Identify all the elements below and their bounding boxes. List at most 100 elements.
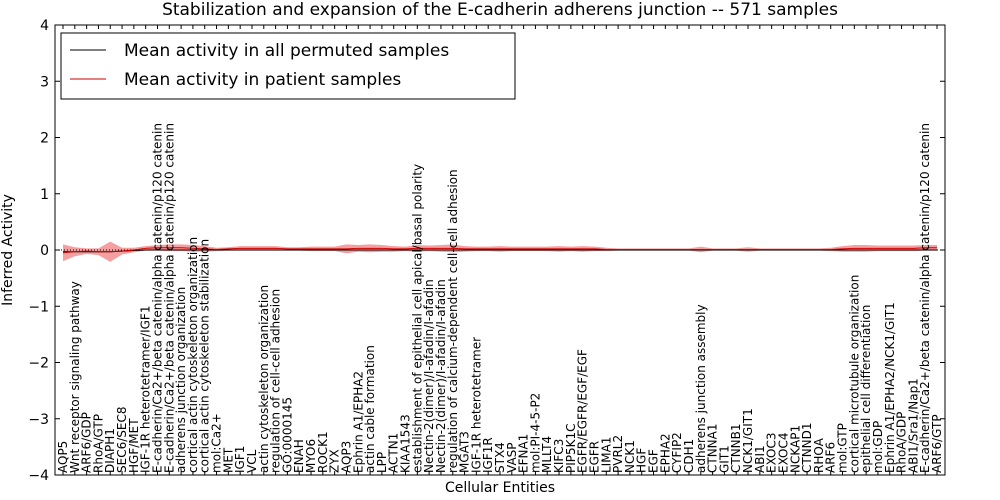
x-tick-label: LPP bbox=[375, 452, 389, 473]
x-tick-label: ACTN1 bbox=[387, 433, 401, 473]
x-tick-label: AQP3 bbox=[339, 441, 353, 473]
x-tick-label: MGAT3 bbox=[458, 431, 472, 473]
x-tick-label: cortical actin cytoskeleton stabilizatio… bbox=[198, 239, 212, 473]
x-tick-label: regulation of cell-cell adhesion bbox=[269, 289, 283, 473]
series-line-patient bbox=[62, 247, 937, 254]
chart-title: Stabilization and expansion of the E-cad… bbox=[162, 0, 838, 20]
legend-label-patient: Mean activity in patient samples bbox=[124, 70, 401, 90]
x-tick-label: E-cadherin/Ca2+/beta catenin/alpha caten… bbox=[162, 123, 176, 473]
y-tick-label: 2 bbox=[40, 131, 49, 147]
x-tick-label: RhoA/GDP bbox=[895, 412, 909, 473]
y-tick-label: 1 bbox=[40, 187, 49, 203]
x-tick-label: CTNNB1 bbox=[729, 423, 743, 473]
y-tick-label: 4 bbox=[40, 18, 49, 34]
x-tick-label: adherens junction organization bbox=[174, 287, 188, 473]
y-axis: −4 −3 −2 −1 0 1 2 3 4 bbox=[28, 18, 945, 484]
x-tick-label: regulation of calcium-dependent cell-cel… bbox=[446, 169, 460, 473]
x-tick-label: EXOC3 bbox=[765, 433, 779, 474]
x-tick-label: MLLT4 bbox=[540, 436, 554, 473]
x-tick-label: CDH1 bbox=[682, 439, 696, 473]
x-tick-label: IGF-1R heterotetramer bbox=[469, 337, 483, 473]
x-tick-label: HGF/MET bbox=[127, 418, 141, 473]
x-tick-label: epithelial cell differentiation bbox=[859, 305, 873, 473]
series-line-permuted bbox=[63, 249, 937, 253]
x-tick-label: AQP5 bbox=[56, 441, 70, 473]
x-tick-label: ROCK1 bbox=[316, 431, 330, 473]
x-tick-label: ABI1 bbox=[753, 445, 767, 473]
x-tick-label: Wnt receptor signaling pathway bbox=[68, 281, 82, 473]
x-tick-label: adherens junction assembly bbox=[694, 304, 708, 473]
x-tick-label: KIAA1543 bbox=[399, 414, 413, 473]
series-lines-layer bbox=[55, 247, 945, 254]
x-tick-label: IGF1 bbox=[233, 446, 247, 473]
x-tick-label: cortical actin cytoskeleton organization bbox=[186, 237, 200, 473]
x-tick-label: LIMA1 bbox=[599, 437, 613, 473]
x-tick-label: MET bbox=[221, 447, 235, 473]
x-tick-label: Ephrin A1/EPHA2 bbox=[351, 371, 365, 473]
confidence-band-layer bbox=[63, 241, 937, 262]
x-tick-label: DIAPH1 bbox=[103, 428, 117, 473]
x-tick-label: VCL bbox=[245, 449, 259, 473]
x-tick-label: actin cable formation bbox=[363, 345, 377, 473]
x-tick-label: EGFR bbox=[587, 441, 601, 473]
y-tick-label: −1 bbox=[28, 299, 49, 315]
x-tick-label: HGF bbox=[635, 448, 649, 473]
x-tick-label: CTNND1 bbox=[800, 422, 814, 473]
legend: Mean activity in all permuted samples Me… bbox=[60, 32, 516, 100]
x-tick-label: GIT1 bbox=[717, 445, 731, 473]
x-tick-label: ENAH bbox=[292, 439, 306, 473]
x-tick-label: actin cytoskeleton organization bbox=[257, 285, 271, 473]
x-tick-label: IGF1R bbox=[481, 437, 495, 473]
x-tick-label: mol:Ca2+ bbox=[210, 413, 224, 473]
y-tick-label: 3 bbox=[40, 74, 49, 90]
x-tick-label: ARF6/GDP bbox=[80, 412, 94, 473]
x-tick-label: mol:PI-4-5-P2 bbox=[528, 393, 542, 473]
x-tick-label: EGFR/EGFR/EGF/EGF bbox=[576, 349, 590, 473]
x-tick-label: CTNNA1 bbox=[706, 423, 720, 473]
y-tick-label: −3 bbox=[28, 412, 49, 428]
x-tick-label: MYO6 bbox=[304, 439, 318, 473]
x-tick-label: VASP bbox=[505, 442, 519, 473]
x-tick-label: PVRL2 bbox=[611, 435, 625, 473]
x-tick-label: ARF6/GTP bbox=[930, 414, 944, 473]
x-tick-label: ARF6 bbox=[824, 442, 838, 473]
legend-label-permuted: Mean activity in all permuted samples bbox=[124, 41, 449, 61]
x-tick-label: NCK1/GIT1 bbox=[741, 408, 755, 473]
x-tick-label: STX4 bbox=[493, 442, 507, 473]
x-tick-label: Nectin-2(dimer)/I-afadin/I-afadin bbox=[422, 279, 436, 473]
x-tick-label: EGF bbox=[647, 449, 661, 473]
x-tick-label: ZYX bbox=[328, 449, 342, 473]
x-tick-label: Ephrin A1/EPHA2/NCK1/GIT1 bbox=[883, 302, 897, 473]
y-tick-label: −2 bbox=[28, 356, 49, 372]
y-tick-label: 0 bbox=[40, 243, 49, 259]
patient-confidence-band bbox=[63, 241, 937, 262]
x-tick-label: CYFIP2 bbox=[670, 432, 684, 473]
y-tick-label: −4 bbox=[28, 468, 49, 484]
x-tick-label: mol:GDP bbox=[871, 421, 885, 473]
x-tick-label: E-cadherin/Ca2+/beta catenin/alpha caten… bbox=[918, 123, 932, 473]
x-tick-label: E-cadherin/Ca2+/beta catenin/alpha caten… bbox=[150, 123, 164, 473]
x-tick-label: EPHA2 bbox=[658, 433, 672, 473]
x-tick-label: RhoA/GTP bbox=[91, 414, 105, 473]
x-tick-label: ABI1/Sra1/Nap1 bbox=[906, 378, 920, 473]
x-axis-label: Cellular Entities bbox=[445, 480, 555, 496]
y-axis-label: Inferred Activity bbox=[0, 194, 16, 306]
legend-frame bbox=[60, 32, 516, 100]
x-tick-label: NCKAP1 bbox=[788, 425, 802, 473]
x-tick-label: establishment of epithelial cell apical/… bbox=[410, 164, 424, 473]
x-tick-label: PIP5K1C bbox=[564, 423, 578, 473]
x-tick-label: mol:GTP bbox=[836, 423, 850, 473]
x-tick-label: EFNA1 bbox=[517, 434, 531, 473]
x-tick-label: KIFC3 bbox=[552, 439, 566, 473]
x-tick-label: Nectin-2(dimer)/I-afadin/I-afadin bbox=[434, 279, 448, 473]
x-tick-label: NCK1 bbox=[623, 440, 637, 473]
x-tick-label: EXOC4 bbox=[776, 433, 790, 474]
x-tick-label: cortical microtubule organization bbox=[847, 275, 861, 473]
x-tick-label: RHOA bbox=[812, 437, 826, 473]
x-tick-label: IGF-1R heterotetramer/IGF1 bbox=[139, 306, 153, 473]
x-tick-label: SEC6/SEC8 bbox=[115, 407, 129, 473]
x-tick-label: GO:0000145 bbox=[280, 397, 294, 473]
